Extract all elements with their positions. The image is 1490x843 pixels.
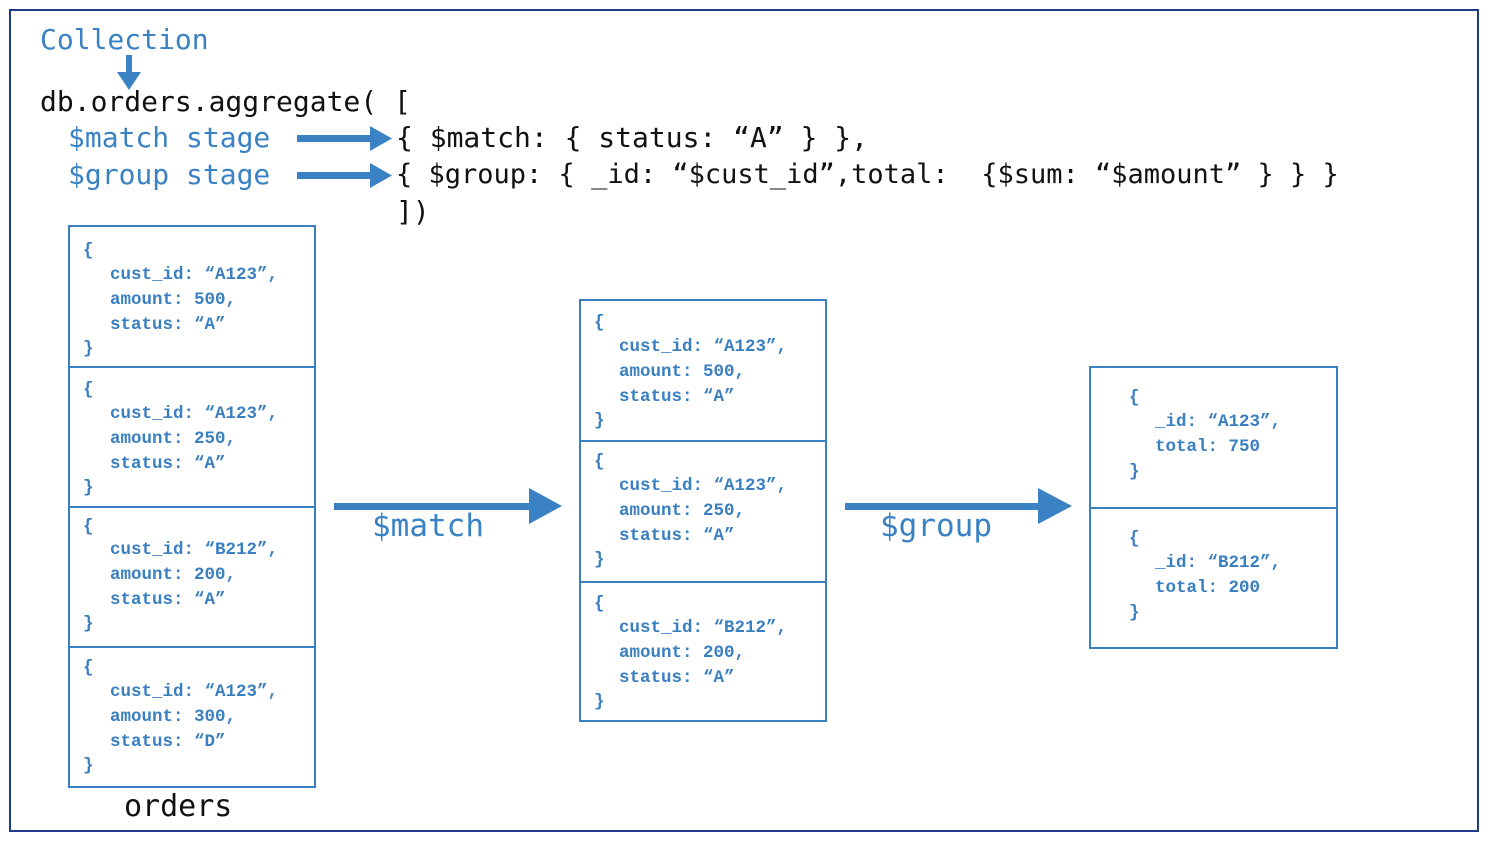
doc-field-status: status: “D”: [110, 732, 226, 752]
match-stage-label: $match stage: [68, 121, 271, 154]
doc-close-brace: }: [83, 756, 94, 776]
doc-field-amount: amount: 500,: [110, 290, 237, 310]
group-flow-label: $group: [880, 508, 992, 544]
matched-document: { cust_id: “A123”, amount: 250, status: …: [581, 442, 825, 583]
aggregate-call-line: db.orders.aggregate( [: [40, 85, 411, 118]
order-document: { cust_id: “A123”, amount: 500, status: …: [70, 227, 314, 368]
group-flow-arrow: [845, 488, 1072, 524]
doc-field-amount: amount: 300,: [110, 707, 237, 727]
doc-open-brace: {: [594, 594, 605, 614]
doc-field-cust-id: cust_id: “A123”,: [110, 265, 279, 285]
doc-open-brace: {: [83, 241, 94, 261]
grouped-document: { _id: “B212”, total: 200 }: [1091, 509, 1336, 647]
doc-open-brace: {: [594, 452, 605, 472]
doc-field-status: status: “A”: [619, 668, 735, 688]
doc-close-brace: }: [594, 411, 605, 431]
match-flow-label: $match: [372, 508, 484, 544]
doc-field-cust-id: cust_id: “A123”,: [619, 476, 788, 496]
doc-field-cust-id: cust_id: “A123”,: [110, 404, 279, 424]
doc-field-amount: amount: 200,: [619, 643, 746, 663]
group-stage-label: $group stage: [68, 158, 271, 191]
doc-open-brace: {: [83, 658, 94, 678]
doc-close-brace: }: [1129, 462, 1140, 482]
doc-open-brace: {: [1129, 529, 1140, 549]
grouped-results-box: { _id: “A123”, total: 750 } { _id: “B212…: [1089, 366, 1338, 649]
doc-field-id: _id: “A123”,: [1155, 412, 1282, 432]
doc-field-amount: amount: 500,: [619, 362, 746, 382]
doc-close-brace: }: [83, 478, 94, 498]
matched-documents-box: { cust_id: “A123”, amount: 500, status: …: [579, 299, 827, 722]
doc-field-status: status: “A”: [110, 590, 226, 610]
doc-field-status: status: “A”: [110, 454, 226, 474]
orders-caption: orders: [124, 789, 233, 824]
doc-open-brace: {: [83, 380, 94, 400]
doc-field-status: status: “A”: [619, 387, 735, 407]
doc-close-brace: }: [1129, 603, 1140, 623]
doc-close-brace: }: [83, 614, 94, 634]
doc-field-cust-id: cust_id: “A123”,: [619, 337, 788, 357]
collection-down-arrow: [117, 55, 141, 90]
match-stage-code: { $match: { status: “A” } },: [396, 121, 869, 154]
doc-field-amount: amount: 250,: [110, 429, 237, 449]
doc-field-total: total: 200: [1155, 578, 1261, 598]
group-stage-arrow: [297, 163, 392, 188]
matched-document: { cust_id: “B212”, amount: 200, status: …: [581, 583, 825, 720]
order-document: { cust_id: “A123”, amount: 300, status: …: [70, 648, 314, 786]
doc-close-brace: }: [594, 550, 605, 570]
doc-field-cust-id: cust_id: “A123”,: [110, 682, 279, 702]
doc-open-brace: {: [1129, 388, 1140, 408]
doc-close-brace: }: [83, 339, 94, 359]
order-document: { cust_id: “A123”, amount: 250, status: …: [70, 368, 314, 508]
doc-field-amount: amount: 250,: [619, 501, 746, 521]
doc-field-id: _id: “B212”,: [1155, 553, 1282, 573]
aggregate-close: ]): [396, 195, 430, 228]
match-stage-arrow: [297, 126, 392, 151]
order-document: { cust_id: “B212”, amount: 200, status: …: [70, 508, 314, 648]
doc-field-amount: amount: 200,: [110, 565, 237, 585]
doc-field-status: status: “A”: [110, 315, 226, 335]
doc-close-brace: }: [594, 692, 605, 712]
matched-document: { cust_id: “A123”, amount: 500, status: …: [581, 301, 825, 442]
doc-field-status: status: “A”: [619, 526, 735, 546]
grouped-document: { _id: “A123”, total: 750 }: [1091, 368, 1336, 509]
match-flow-arrow: [334, 488, 562, 524]
doc-field-total: total: 750: [1155, 437, 1261, 457]
doc-open-brace: {: [83, 517, 94, 537]
doc-open-brace: {: [594, 313, 605, 333]
orders-collection-box: { cust_id: “A123”, amount: 500, status: …: [68, 225, 316, 788]
collection-label: Collection: [40, 23, 209, 56]
group-stage-code: { $group: { _id: “$cust_id”,total: {$sum…: [396, 159, 1339, 190]
doc-field-cust-id: cust_id: “B212”,: [110, 540, 279, 560]
doc-field-cust-id: cust_id: “B212”,: [619, 618, 788, 638]
